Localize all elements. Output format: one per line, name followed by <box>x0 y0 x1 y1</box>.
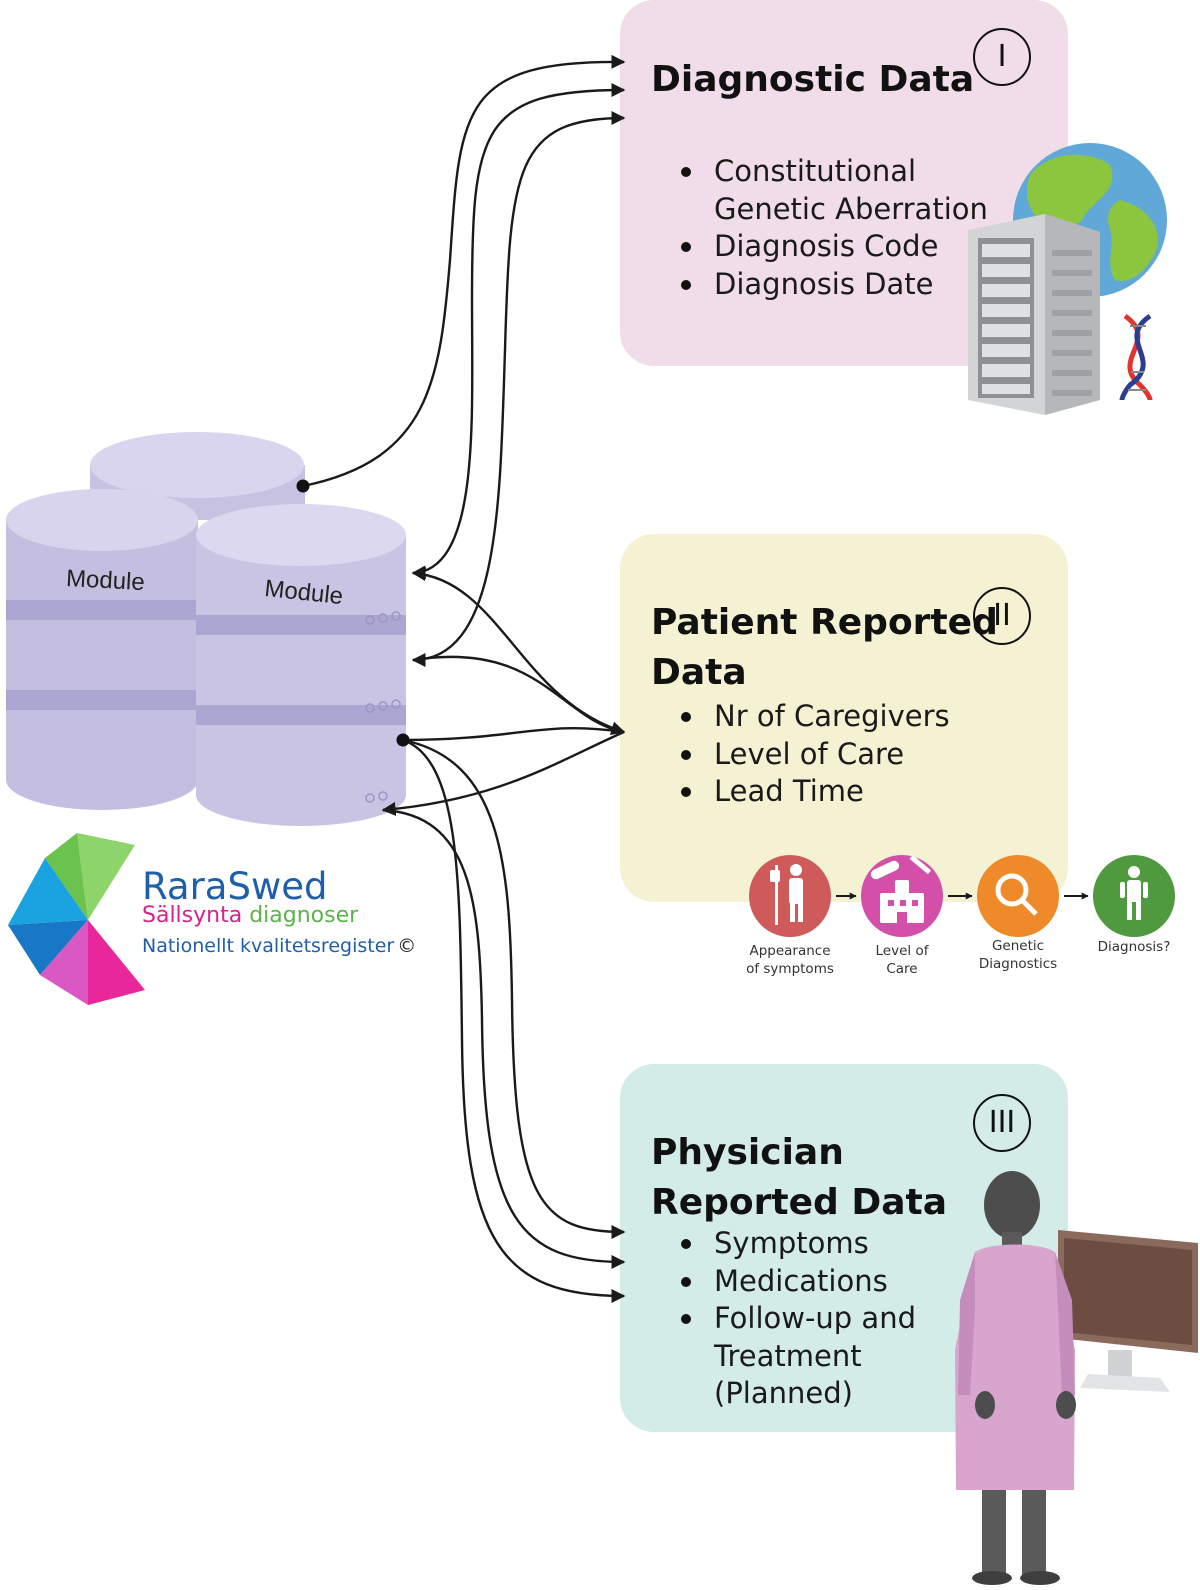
diagnostic-data-box <box>620 0 1068 366</box>
arrow-db-to-patient-1 <box>411 567 626 735</box>
diagnostic-bullet-item: Diagnosis Date <box>650 266 1030 304</box>
patient-bullet-list: Nr of Caregivers Level of Care Lead Time <box>650 698 1030 811</box>
journey-step-4-label: Diagnosis? <box>1097 939 1171 955</box>
patient-roman-badge: II <box>973 587 1031 645</box>
diagnostic-bullet-list: Constitutional Genetic Aberration Diagno… <box>650 153 1030 303</box>
physician-bullet-item: Medications <box>650 1263 932 1301</box>
patient-data-title-line-2: Data <box>651 652 747 693</box>
raraswed-logo-mark <box>8 833 145 1005</box>
patient-bullet-item: Nr of Caregivers <box>650 698 1030 736</box>
physician-data-title-line-1: Physician <box>651 1132 844 1173</box>
physician-bullet-item: Symptoms <box>650 1225 932 1263</box>
database-icon: Module Module <box>6 432 406 826</box>
physician-bullet-item: Follow-up and Treatment (Planned) <box>650 1300 932 1413</box>
connector-arrows <box>302 54 626 1303</box>
raraswed-logo-name: RaraSwed <box>142 865 328 908</box>
journey-step-3-label: Genetic Diagnostics <box>978 938 1058 972</box>
diagnostic-roman-badge: I <box>973 28 1031 86</box>
connector-dot-top <box>296 479 310 493</box>
connector-dot-bottom <box>396 733 410 747</box>
journey-step-2-label: Level of Care <box>875 943 929 977</box>
raraswed-subtitle-part-2: diagnoser <box>249 903 359 928</box>
diagnostic-data-title: Diagnostic Data <box>651 59 975 100</box>
server-icon <box>968 214 1100 415</box>
journey-step-3-icon <box>977 855 1059 937</box>
patient-data-title-line-1: Patient Reported <box>651 602 998 643</box>
patient-journey <box>749 854 1175 937</box>
left-cylinder-stack <box>6 489 198 810</box>
journey-step-1-label: Appearance of symptoms <box>746 943 834 977</box>
arrow-db-to-patient-4 <box>381 730 625 816</box>
physician-roman-badge: III <box>973 1094 1031 1152</box>
raraswed-logo-subtitle: Sällsynta diagnoser <box>142 903 358 928</box>
physician-bullet-list: Symptoms Medications Follow-up and Treat… <box>650 1225 932 1413</box>
patient-data-box <box>620 534 1068 902</box>
arrow-db-to-diagnostic-2 <box>411 83 626 580</box>
raraswed-logo-tagline: Nationellt kvalitetsregister© <box>142 935 416 957</box>
physician-data-title-line-2: Reported Data <box>651 1182 947 1223</box>
arrow-db-to-patient-3 <box>402 726 625 742</box>
module-label-left: Module <box>65 565 145 596</box>
diagnostic-bullet-item: Constitutional Genetic Aberration <box>650 153 1030 228</box>
dna-icon <box>1119 313 1153 401</box>
patient-bullet-item: Lead Time <box>650 773 1030 811</box>
physician-data-box <box>620 1064 1068 1432</box>
arrow-db-to-physician-3 <box>402 738 626 1303</box>
monitor-icon <box>1058 1230 1198 1392</box>
arrow-db-to-patient-2 <box>412 655 625 734</box>
arrow-db-to-physician-2 <box>382 808 626 1269</box>
copyright-symbol: © <box>397 935 417 957</box>
physician-icon <box>955 1171 1076 1585</box>
right-cylinder-stack <box>196 504 406 826</box>
arrow-db-to-diagnostic-1 <box>302 54 626 488</box>
diagnostic-bullet-item: Diagnosis Code <box>650 228 1030 266</box>
raraswed-subtitle-part-1: Sällsynta <box>142 903 243 928</box>
arrow-db-to-physician-1 <box>402 738 626 1239</box>
arrow-db-to-diagnostic-3 <box>411 111 626 667</box>
patient-bullet-item: Level of Care <box>650 736 1030 774</box>
raraswed-tagline-text: Nationellt kvalitetsregister <box>142 935 395 957</box>
